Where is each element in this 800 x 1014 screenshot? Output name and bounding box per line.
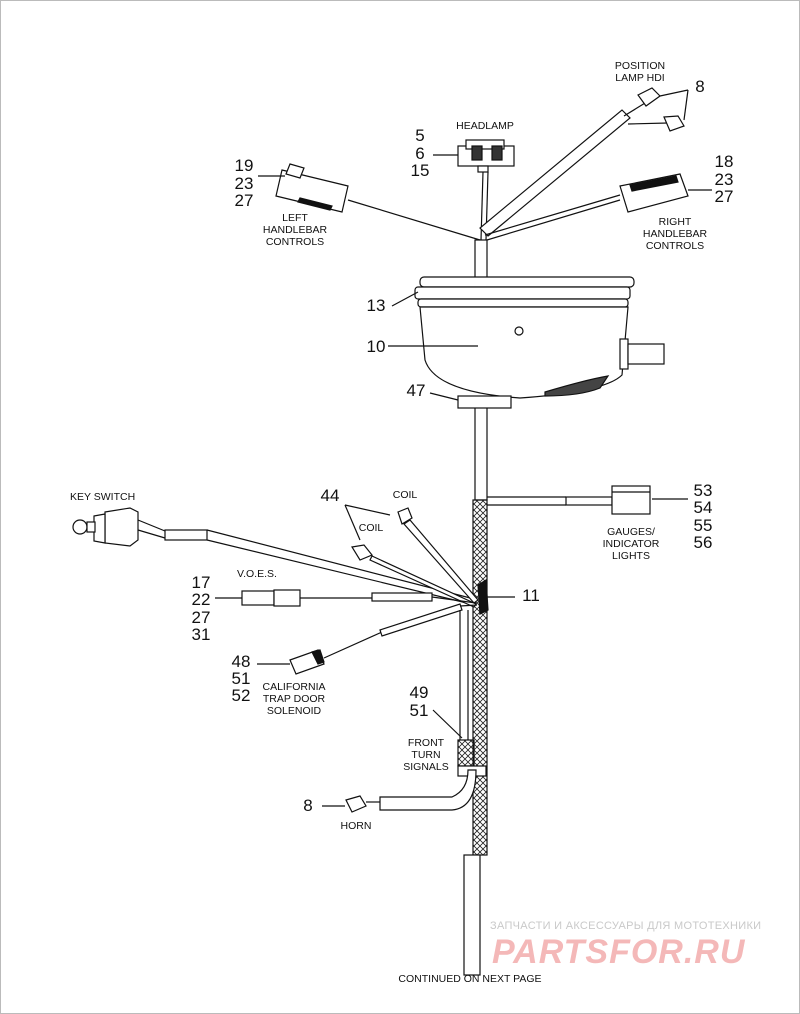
callout-gauges-4: 56 <box>693 533 713 552</box>
callout-headlamp-1: 5 <box>415 126 425 145</box>
callout-gauges-1: 53 <box>693 481 713 500</box>
horn-label: HORN <box>340 820 372 832</box>
callout-voes-1: 17 <box>191 573 211 592</box>
callout-horn: 8 <box>303 796 313 815</box>
callout-voes-4: 31 <box>191 625 211 644</box>
callout-voes-3: 27 <box>191 608 211 627</box>
watermark-logo: PARTSFOR.RU <box>492 933 746 971</box>
voes-branch <box>241 589 477 607</box>
voes-label: V.O.E.S. <box>237 568 277 580</box>
callout-california-2: 51 <box>231 669 251 688</box>
harness-clip <box>477 578 489 615</box>
right-controls-connector <box>484 173 712 241</box>
callout-front-turn-1: 49 <box>409 683 429 702</box>
callout-headlamp-2: 6 <box>415 144 425 163</box>
callout-left-controls-1: 19 <box>234 156 254 175</box>
callout-left-controls-2: 23 <box>234 174 254 193</box>
gauges-branch <box>487 485 651 515</box>
callout-leaders <box>215 154 688 807</box>
callout-mount: 47 <box>406 381 426 400</box>
california-branch <box>289 603 478 675</box>
left-controls-connector <box>258 163 481 241</box>
callout-harness-clip: 11 <box>522 586 540 605</box>
headlamp-label: HEADLAMP <box>456 120 514 132</box>
gauges-label: GAUGES/ INDICATOR LIGHTS <box>602 526 660 562</box>
right-controls-label: RIGHT HANDLEBAR CONTROLS <box>642 216 708 252</box>
callout-front-turn-2: 51 <box>409 701 429 720</box>
callout-housing: 10 <box>366 337 386 356</box>
watermark-tagline: ЗАПЧАСТИ И АКСЕССУАРЫ ДЛЯ МОТОТЕХНИКИ <box>490 920 762 932</box>
callout-headlamp-3: 15 <box>410 161 430 180</box>
callout-gauges-2: 54 <box>693 498 713 517</box>
callout-position-lamp: 8 <box>695 77 705 96</box>
callout-coil: 44 <box>320 486 340 505</box>
callout-right-controls-3: 27 <box>714 187 734 206</box>
headlamp-assembly <box>414 276 665 409</box>
callout-california-1: 48 <box>231 652 251 671</box>
left-controls-label: LEFT HANDLEBAR CONTROLS <box>262 212 328 248</box>
position-lamp-wire <box>479 87 689 237</box>
callout-right-controls-2: 23 <box>714 170 734 189</box>
position-lamp-label: POSITION LAMP HDI <box>614 60 666 84</box>
continued-label: CONTINUED ON NEXT PAGE <box>398 973 542 985</box>
california-label: CALIFORNIA TRAP DOOR SOLENOID <box>262 681 326 717</box>
headlamp-connector <box>457 139 515 173</box>
key-switch-part <box>72 507 479 606</box>
coil-label-bottom: COIL <box>358 522 384 534</box>
callout-right-controls-1: 18 <box>714 152 734 171</box>
horn-branch <box>345 769 477 813</box>
key-switch-label: KEY SWITCH <box>70 491 136 503</box>
callout-gauges-3: 55 <box>693 516 713 535</box>
callout-bezel: 13 <box>366 296 386 315</box>
callout-left-controls-3: 27 <box>234 191 254 210</box>
callout-california-3: 52 <box>231 686 251 705</box>
coil-label-top: COIL <box>392 489 418 501</box>
front-turn-label: FRONT TURN SIGNALS <box>403 737 449 773</box>
callout-voes-2: 22 <box>191 590 211 609</box>
